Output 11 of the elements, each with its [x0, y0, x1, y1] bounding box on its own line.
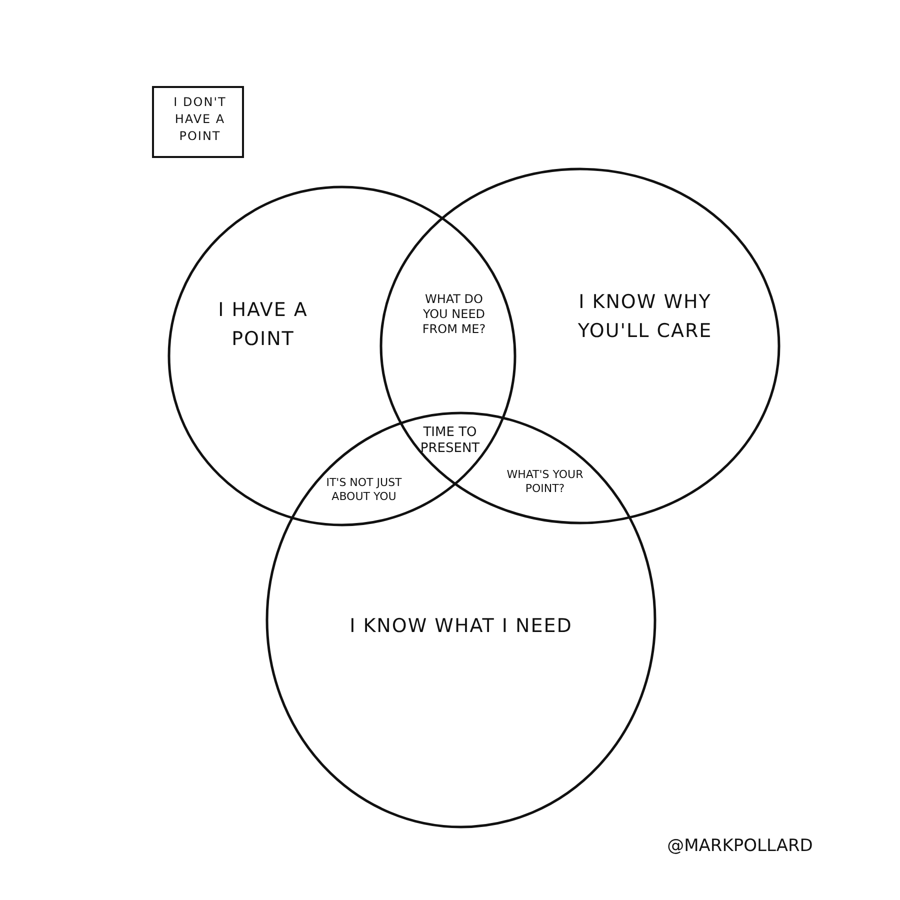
signature-text: @MARKPOLLARD	[666, 836, 814, 858]
note-text: I DON'T HAVE A POINT	[172, 94, 228, 144]
region-label: IT'S NOT JUST ABOUT YOU	[326, 476, 402, 504]
circle-label: I KNOW WHAT I NEED	[348, 614, 574, 639]
note-box	[152, 86, 244, 158]
circle-label: I HAVE A POINT	[217, 298, 309, 352]
region-label: WHAT'S YOUR POINT?	[506, 468, 584, 496]
venn-circle	[266, 412, 656, 828]
region-label: WHAT DO YOU NEED FROM ME?	[421, 292, 487, 337]
region-label: TIME TO PRESENT	[419, 425, 481, 458]
circle-label: I KNOW WHY YOU'LL CARE	[576, 290, 714, 344]
